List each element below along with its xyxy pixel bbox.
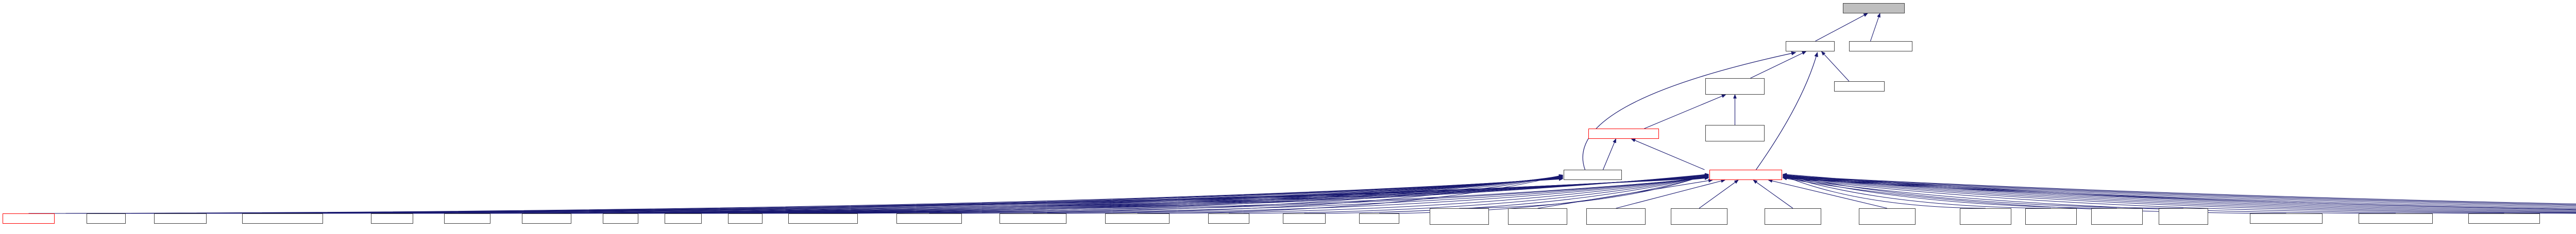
graph-node-b27[interactable] xyxy=(2250,213,2323,224)
graph-edge xyxy=(546,174,1709,214)
graph-edge xyxy=(1602,138,1617,170)
graph-node-b20[interactable] xyxy=(1671,208,1727,225)
graph-edge xyxy=(1783,174,2576,212)
graph-node-n4[interactable] xyxy=(1834,81,1885,92)
graph-node-b6[interactable] xyxy=(522,213,571,224)
graph-edge xyxy=(1783,175,1986,209)
graph-node-b25[interactable] xyxy=(2091,208,2143,225)
graph-edge xyxy=(929,174,1563,214)
graph-edge xyxy=(823,176,1709,214)
graph-node-b19[interactable] xyxy=(1586,208,1646,225)
graph-edge xyxy=(1815,13,1868,42)
graph-node-b28[interactable] xyxy=(2359,213,2433,224)
graph-edge xyxy=(1821,51,1850,82)
graph-node-n0[interactable] xyxy=(1843,3,1905,13)
graph-edge xyxy=(1753,179,1793,209)
graph-node-b17[interactable] xyxy=(1430,208,1489,225)
graph-node-b12[interactable] xyxy=(999,213,1066,224)
graph-edge xyxy=(1644,94,1726,129)
graph-edge xyxy=(1783,174,2576,204)
graph-edge xyxy=(282,176,1563,214)
graph-edge xyxy=(1870,12,1880,42)
graph-node-b8[interactable] xyxy=(665,213,702,224)
graph-edge xyxy=(1783,173,2576,210)
graph-node-b26[interactable] xyxy=(2159,208,2208,225)
graph-node-b10[interactable] xyxy=(788,213,858,224)
graph-node-b1[interactable] xyxy=(87,213,126,224)
graph-edge xyxy=(467,174,1709,214)
graph-node-b14[interactable] xyxy=(1208,213,1249,224)
graph-node-b5[interactable] xyxy=(444,213,490,224)
graph-edge xyxy=(1768,179,1888,209)
graph-node-n6[interactable] xyxy=(1705,125,1765,141)
graph-edge xyxy=(683,173,1709,214)
graph-edge xyxy=(1699,179,1739,209)
graph-edge xyxy=(467,176,1563,214)
graph-edge xyxy=(1750,51,1807,79)
graph-node-b24[interactable] xyxy=(2025,208,2077,225)
graph-edge xyxy=(1616,179,1726,209)
graph-edge xyxy=(1537,178,1713,209)
graph-edge xyxy=(1783,174,2576,213)
graph-edge xyxy=(1228,174,1709,214)
graph-edge xyxy=(180,177,1563,214)
graph-edge xyxy=(1582,51,1797,170)
graph-edge xyxy=(1379,174,1709,214)
graph-edge xyxy=(1137,174,1563,214)
graph-edge xyxy=(1631,138,1705,170)
graph-edge xyxy=(620,175,1563,214)
graph-node-b11[interactable] xyxy=(896,213,962,224)
graph-edge xyxy=(620,173,1709,214)
graph-edge xyxy=(1783,174,2117,209)
graph-node-b7[interactable] xyxy=(603,213,638,224)
graph-node-b9[interactable] xyxy=(728,213,762,224)
graph-edge xyxy=(546,175,1563,214)
graph-node-n2[interactable] xyxy=(1849,41,1912,51)
graph-node-b0[interactable] xyxy=(3,213,55,224)
graph-node-b21[interactable] xyxy=(1765,208,1821,225)
graph-node-b29[interactable] xyxy=(2468,213,2540,224)
graph-node-n3[interactable] xyxy=(1705,78,1765,95)
graph-edge xyxy=(1304,174,1709,214)
graph-edge xyxy=(392,176,1563,214)
graph-edge xyxy=(1032,174,1563,214)
graph-node-b3[interactable] xyxy=(242,213,323,224)
graph-node-b13[interactable] xyxy=(1105,213,1170,224)
graph-node-b16[interactable] xyxy=(1359,213,1399,224)
graph-edge xyxy=(1783,174,2052,209)
graph-node-b15[interactable] xyxy=(1283,213,1326,224)
graph-node-b23[interactable] xyxy=(1960,208,2011,225)
graph-node-b22[interactable] xyxy=(1859,208,1916,225)
graph-edge xyxy=(1756,51,1818,170)
graph-edge xyxy=(28,177,1563,214)
graph-node-b4[interactable] xyxy=(371,213,413,224)
graph-edge xyxy=(1783,173,2576,211)
graph-node-n1[interactable] xyxy=(1786,41,1835,51)
graph-node-b18[interactable] xyxy=(1508,208,1567,225)
graph-edge xyxy=(106,177,1563,214)
graph-edge xyxy=(282,175,1709,214)
graph-node-n7[interactable] xyxy=(1564,170,1622,180)
graph-node-n5[interactable] xyxy=(1588,129,1659,139)
graph-node-n8[interactable] xyxy=(1709,170,1782,180)
graph-edge xyxy=(1783,173,2184,209)
graph-node-b2[interactable] xyxy=(154,213,207,224)
